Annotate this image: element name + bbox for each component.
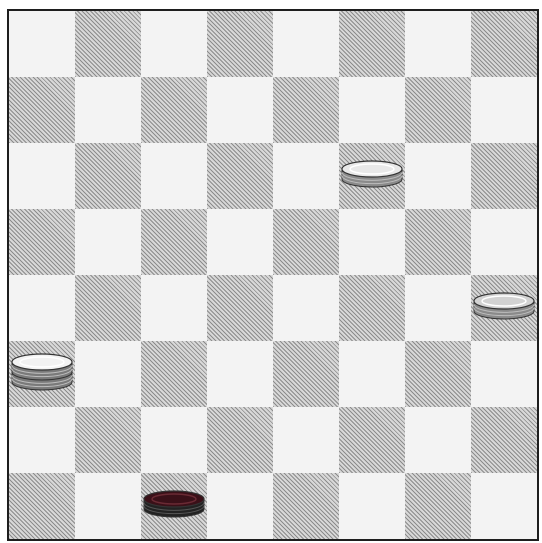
light-square-r2-c6[interactable] [405,143,471,209]
dark-square-r5-c6[interactable] [405,341,471,407]
light-checker-piece[interactable] [471,275,537,341]
dark-square-r3-c2[interactable] [141,209,207,275]
light-square-r7-c1[interactable] [75,473,141,539]
dark-square-r4-c5[interactable] [339,275,405,341]
checker-icon [141,473,207,539]
dark-square-r6-c7[interactable] [471,407,537,473]
dark-square-r5-c4[interactable] [273,341,339,407]
dark-square-r2-c3[interactable] [207,143,273,209]
dark-square-r5-c2[interactable] [141,341,207,407]
light-square-r5-c7[interactable] [471,341,537,407]
dark-square-r1-c2[interactable] [141,77,207,143]
light-square-r0-c0[interactable] [9,11,75,77]
checker-icon [339,143,405,209]
dark-square-r0-c3[interactable] [207,11,273,77]
dark-square-r7-c0[interactable] [9,473,75,539]
dark-square-r4-c1[interactable] [75,275,141,341]
light-square-r7-c7[interactable] [471,473,537,539]
light-square-r3-c7[interactable] [471,209,537,275]
dark-square-r2-c1[interactable] [75,143,141,209]
dark-square-r7-c6[interactable] [405,473,471,539]
light-square-r3-c1[interactable] [75,209,141,275]
light-square-r1-c5[interactable] [339,77,405,143]
light-square-r7-c3[interactable] [207,473,273,539]
light-square-r4-c4[interactable] [273,275,339,341]
dark-square-r3-c6[interactable] [405,209,471,275]
checkerboard [9,11,537,539]
light-square-r5-c3[interactable] [207,341,273,407]
light-square-r6-c6[interactable] [405,407,471,473]
light-square-r6-c4[interactable] [273,407,339,473]
dark-square-r3-c4[interactable] [273,209,339,275]
light-square-r3-c5[interactable] [339,209,405,275]
dark-square-r7-c4[interactable] [273,473,339,539]
dark-square-r6-c1[interactable] [75,407,141,473]
light-square-r0-c6[interactable] [405,11,471,77]
light-square-r7-c5[interactable] [339,473,405,539]
light-square-r2-c0[interactable] [9,143,75,209]
light-checker-piece-king[interactable] [9,341,75,407]
light-square-r4-c0[interactable] [9,275,75,341]
checker-icon [471,275,537,341]
dark-square-r6-c5[interactable] [339,407,405,473]
dark-square-r0-c1[interactable] [75,11,141,77]
light-square-r1-c1[interactable] [75,77,141,143]
light-square-r0-c2[interactable] [141,11,207,77]
light-square-r3-c3[interactable] [207,209,273,275]
dark-square-r1-c6[interactable] [405,77,471,143]
light-checker-piece[interactable] [339,143,405,209]
dark-square-r1-c0[interactable] [9,77,75,143]
dark-square-r0-c7[interactable] [471,11,537,77]
dark-square-r1-c4[interactable] [273,77,339,143]
light-square-r6-c0[interactable] [9,407,75,473]
light-square-r5-c5[interactable] [339,341,405,407]
light-square-r6-c2[interactable] [141,407,207,473]
light-square-r0-c4[interactable] [273,11,339,77]
checkerboard-frame [7,9,539,541]
light-square-r1-c3[interactable] [207,77,273,143]
dark-square-r3-c0[interactable] [9,209,75,275]
dark-square-r0-c5[interactable] [339,11,405,77]
light-square-r2-c2[interactable] [141,143,207,209]
light-square-r5-c1[interactable] [75,341,141,407]
dark-square-r2-c7[interactable] [471,143,537,209]
light-square-r4-c6[interactable] [405,275,471,341]
dark-square-r6-c3[interactable] [207,407,273,473]
light-square-r2-c4[interactable] [273,143,339,209]
light-square-r1-c7[interactable] [471,77,537,143]
dark-square-r4-c3[interactable] [207,275,273,341]
light-square-r4-c2[interactable] [141,275,207,341]
dark-checker-piece[interactable] [141,473,207,539]
checker-icon [9,341,75,407]
